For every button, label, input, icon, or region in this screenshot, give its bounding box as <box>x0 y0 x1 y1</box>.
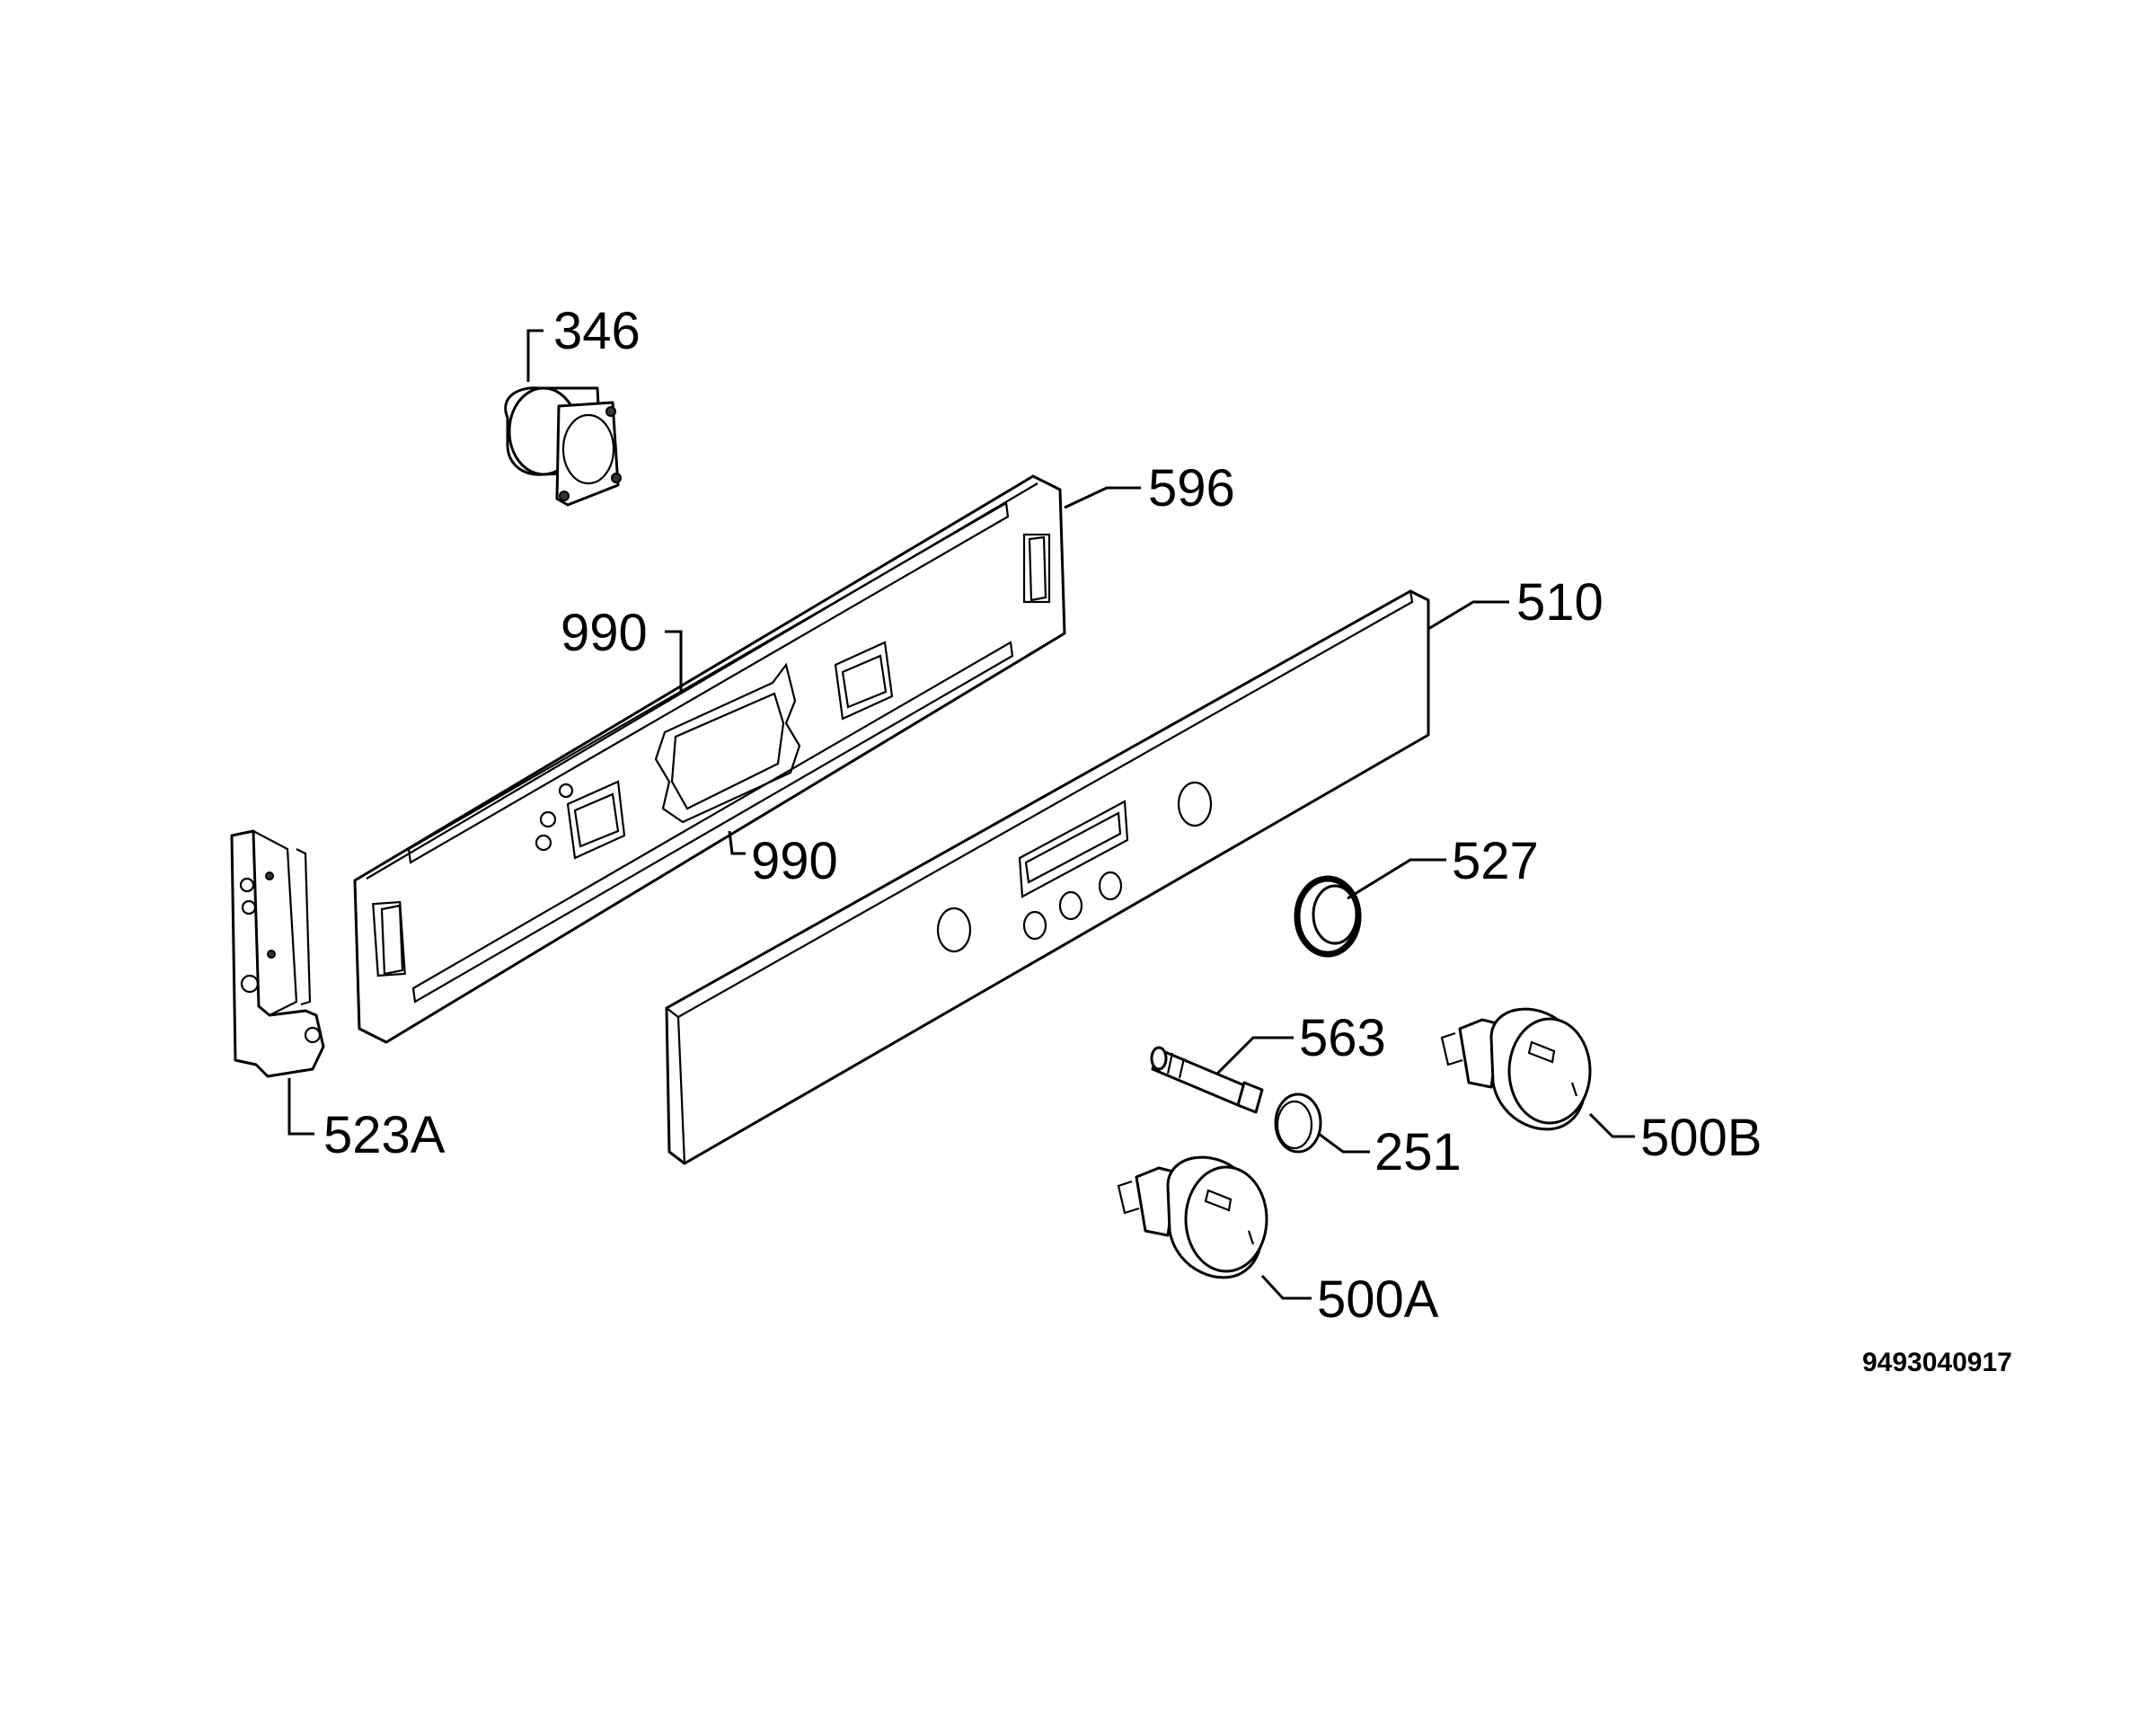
leader-990a <box>665 630 683 692</box>
callout-251: 251 <box>1374 1123 1462 1181</box>
part-500B-knob <box>1440 1007 1592 1131</box>
callout-523A: 523A <box>323 1106 446 1164</box>
callout-990-upper: 990 <box>561 604 648 662</box>
callout-346: 346 <box>553 302 641 360</box>
leader-596 <box>1064 486 1141 509</box>
callout-500A: 500A <box>1317 1270 1439 1329</box>
leader-500B <box>1588 1112 1635 1138</box>
leader-523A <box>287 1078 314 1136</box>
callout-510: 510 <box>1516 573 1604 632</box>
leader-lines <box>287 329 1635 1300</box>
leader-500A <box>1260 1274 1312 1300</box>
leader-563 <box>1215 1036 1294 1075</box>
callout-596: 596 <box>1148 459 1235 518</box>
callout-500B: 500B <box>1640 1109 1762 1167</box>
callout-labels: 346 596 990 990 510 527 563 251 500B 500… <box>323 302 2012 1377</box>
leader-527 <box>1347 858 1446 900</box>
part-563-spindle <box>1150 1046 1264 1114</box>
callout-990-lower: 990 <box>751 832 838 890</box>
callout-527: 527 <box>1452 832 1539 890</box>
part-251-disc <box>1274 1092 1322 1154</box>
drawing-number: 9493040917 <box>1862 1348 2012 1377</box>
part-527-ring <box>1294 875 1362 958</box>
leader-990b <box>728 830 746 855</box>
part-510-front-panel <box>665 589 1430 1165</box>
part-596-rear-plate <box>353 474 1066 1044</box>
part-346-cylinder <box>504 386 622 507</box>
leader-510 <box>1427 600 1509 631</box>
part-500A-knob <box>1117 1155 1268 1279</box>
part-523A-bracket <box>230 829 325 1078</box>
leader-346 <box>526 329 543 382</box>
leader-251 <box>1318 1132 1370 1154</box>
callout-563: 563 <box>1299 1009 1386 1067</box>
